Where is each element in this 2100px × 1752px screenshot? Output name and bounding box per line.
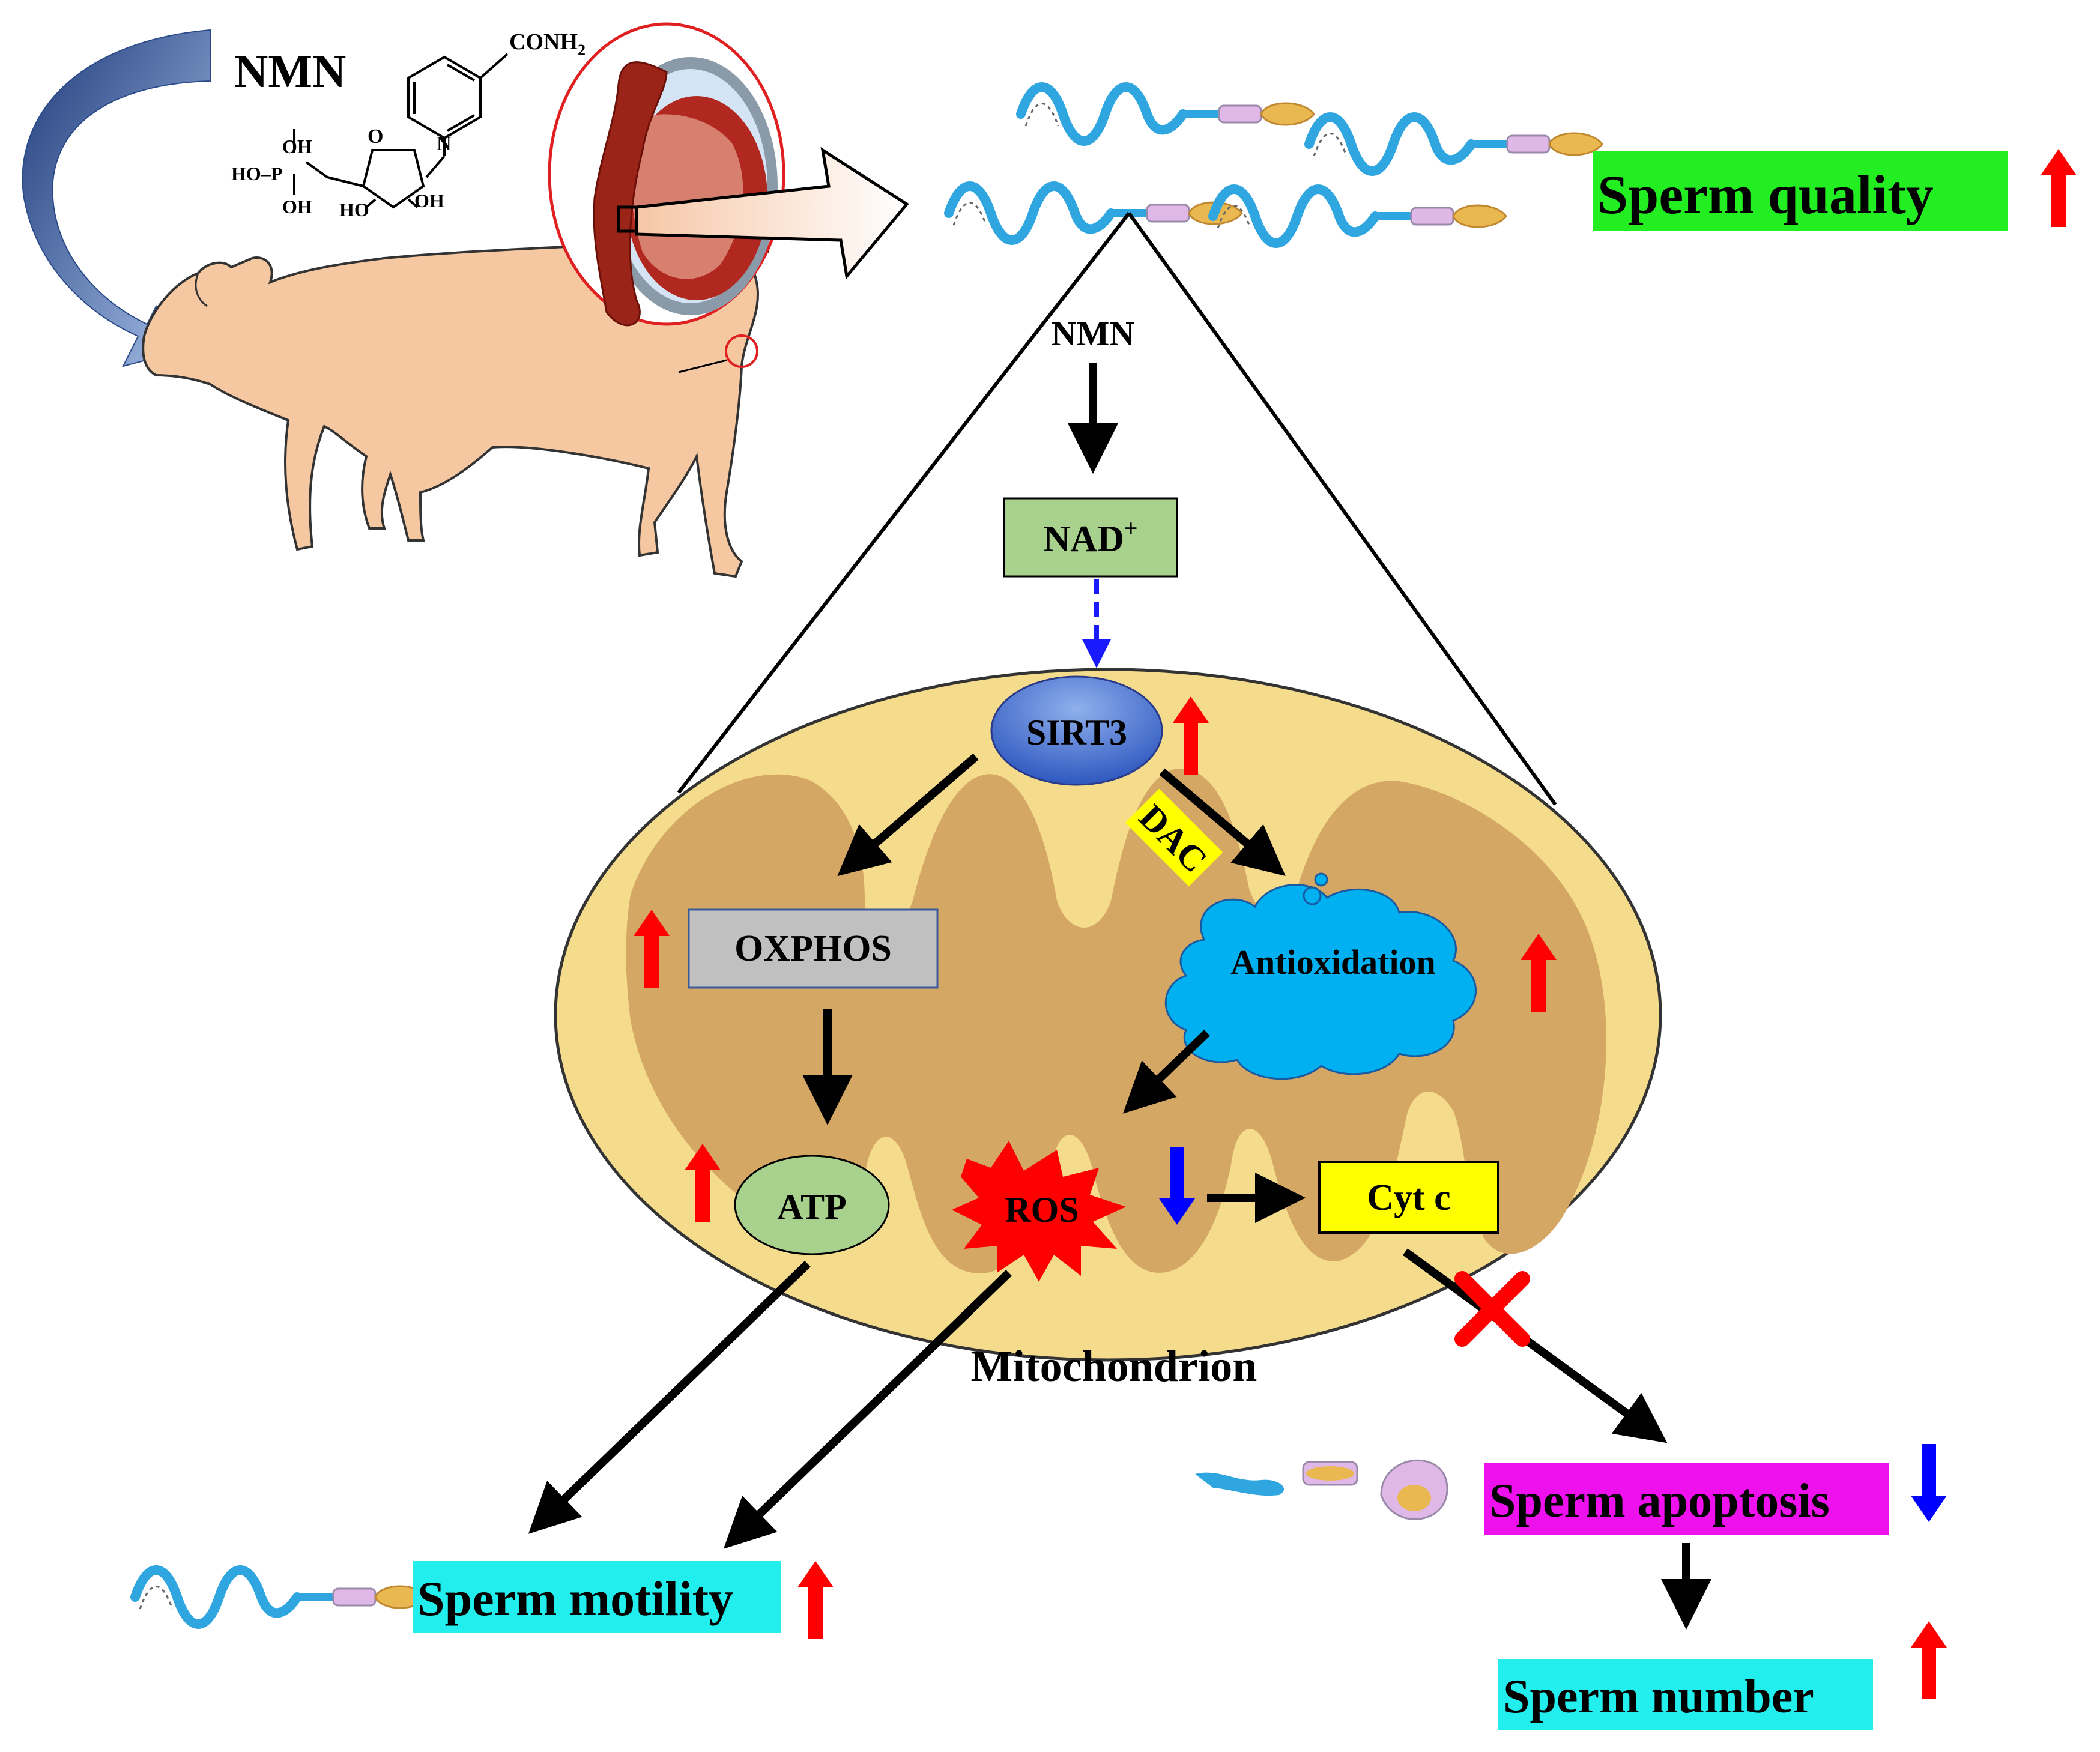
big-arrow-icon <box>635 147 909 280</box>
block-x-icon <box>1454 1271 1530 1347</box>
apoptotic-sperm-icon <box>1195 1459 1448 1520</box>
up-arrow-icon <box>1911 1621 1947 1699</box>
atp-node <box>734 1155 890 1255</box>
sirt3-label: SIRT3 <box>1026 713 1127 752</box>
sperm-cluster-top <box>949 87 1602 243</box>
atp-label: ATP <box>777 1187 847 1227</box>
structure-conh2: CONH2 <box>509 29 586 59</box>
oxphos-box <box>688 908 939 989</box>
structure-ho-p: HO–P <box>231 163 282 184</box>
pig-ear <box>195 273 208 307</box>
nmn-structure-icon <box>293 53 509 209</box>
sperm-apoptosis-label: Sperm apoptosis <box>1489 1475 1830 1527</box>
ros-label: ROS <box>1005 1190 1079 1230</box>
down-arrow-icon <box>1911 1444 1947 1522</box>
pathway-nmn: NMN <box>1052 314 1135 353</box>
sperm-icon <box>1309 117 1602 171</box>
mitochondrion-label: Mitochondrion <box>971 1342 1257 1391</box>
structure-oh-bottom: OH <box>282 196 312 217</box>
sperm-number-label: Sperm number <box>1503 1670 1814 1723</box>
sperm-icon <box>1213 189 1506 243</box>
structure-ho-ring: HO <box>339 199 369 220</box>
pig-testis-marker <box>725 334 758 368</box>
structure-oh-ring: OH <box>414 190 444 211</box>
structure-oh-top: OH <box>282 136 312 157</box>
cytc-label: Cyt c <box>1367 1177 1450 1218</box>
ros-starburst-icon <box>952 1141 1126 1282</box>
sperm-icon <box>135 1570 428 1624</box>
nmn-title: NMN <box>234 45 346 97</box>
oxphos-label: OXPHOS <box>734 928 892 969</box>
structure-n: N <box>437 133 452 155</box>
cytc-box <box>1318 1161 1499 1234</box>
antioxidation-label: Antioxidation <box>1230 943 1436 982</box>
sperm-motility-label: Sperm motility <box>417 1571 733 1626</box>
sperm-motility-box <box>413 1561 781 1633</box>
up-arrow-icon <box>797 1561 834 1639</box>
nmn-intake-panel: NMN CONH2 N O OH HO–P OH HO OH <box>22 29 769 578</box>
sperm-apoptosis-box <box>1484 1463 1889 1535</box>
sperm-icon <box>949 186 1242 240</box>
sperm-icon <box>1021 87 1314 141</box>
sperm-number-box <box>1498 1659 1873 1730</box>
nad-label: NAD+ <box>1043 515 1137 560</box>
up-arrow-icon <box>2041 149 2077 227</box>
sperm-quality-box <box>1593 151 2008 231</box>
structure-o: O <box>368 125 383 148</box>
testis-panel <box>548 22 909 327</box>
sirt3-node <box>990 675 1163 786</box>
pig-icon <box>142 238 760 578</box>
sperm-quality-label: Sperm quality <box>1597 164 1934 225</box>
nad-box <box>1003 497 1178 578</box>
